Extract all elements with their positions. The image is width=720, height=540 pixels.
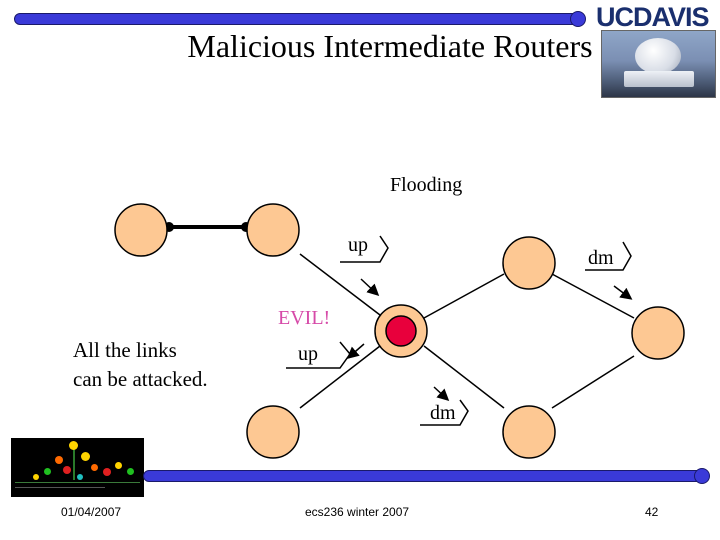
sculpture-pedestal xyxy=(624,71,694,87)
bottom-bar-end-dot xyxy=(694,468,710,484)
packet-label-dm-top: dm xyxy=(588,247,614,269)
packet-arrow-2 xyxy=(613,285,633,300)
router-node-b xyxy=(246,203,300,257)
router-node-c xyxy=(502,236,556,290)
campus-photo xyxy=(601,30,716,98)
packet-label-up-mid: up xyxy=(298,343,318,365)
footer-course: ecs236 winter 2007 xyxy=(305,505,410,519)
router-node-d xyxy=(631,306,685,360)
evil-label: EVIL! xyxy=(278,307,331,329)
link-b-evil xyxy=(299,253,381,316)
bottom-decorative-bar xyxy=(143,470,705,482)
router-node-f xyxy=(502,405,556,459)
packet-arrow-1 xyxy=(360,278,380,297)
attack-note: All the links can be attacked. xyxy=(73,336,208,394)
link-c-d xyxy=(551,273,635,319)
link-evil-e xyxy=(299,345,381,409)
flooding-label: Flooding xyxy=(390,174,463,196)
top-bar-end-dot xyxy=(570,11,586,27)
router-node-a xyxy=(114,203,168,257)
router-node-e xyxy=(246,405,300,459)
packet-arrow-3 xyxy=(346,343,365,359)
packet-label-dm-bottom: dm xyxy=(430,402,456,424)
packet-tag-up-top-outline xyxy=(340,235,389,263)
packet-tag-dm-top-outline xyxy=(585,241,632,271)
packet-label-up-top: up xyxy=(348,234,368,256)
egg-sculpture xyxy=(635,38,681,74)
slide-title: Malicious Intermediate Routers xyxy=(187,28,593,64)
link-f-d xyxy=(551,355,635,409)
link-evil-f xyxy=(423,345,505,409)
packet-arrow-4 xyxy=(433,386,450,402)
packet-tag-dm-bottom-outline xyxy=(420,399,469,426)
slide-number: 42 xyxy=(645,505,659,519)
evil-router-core xyxy=(385,315,417,347)
traffic-visualization-thumbnail xyxy=(11,438,144,497)
link-evil-c xyxy=(423,273,505,319)
attack-note-line-2: can be attacked. xyxy=(73,367,208,391)
attack-note-line-1: All the links xyxy=(73,338,177,362)
footer-date: 01/04/2007 xyxy=(61,505,122,519)
packet-tag-up-mid-outline xyxy=(286,341,351,369)
ucdavis-logo: UCDAVIS xyxy=(596,2,710,32)
